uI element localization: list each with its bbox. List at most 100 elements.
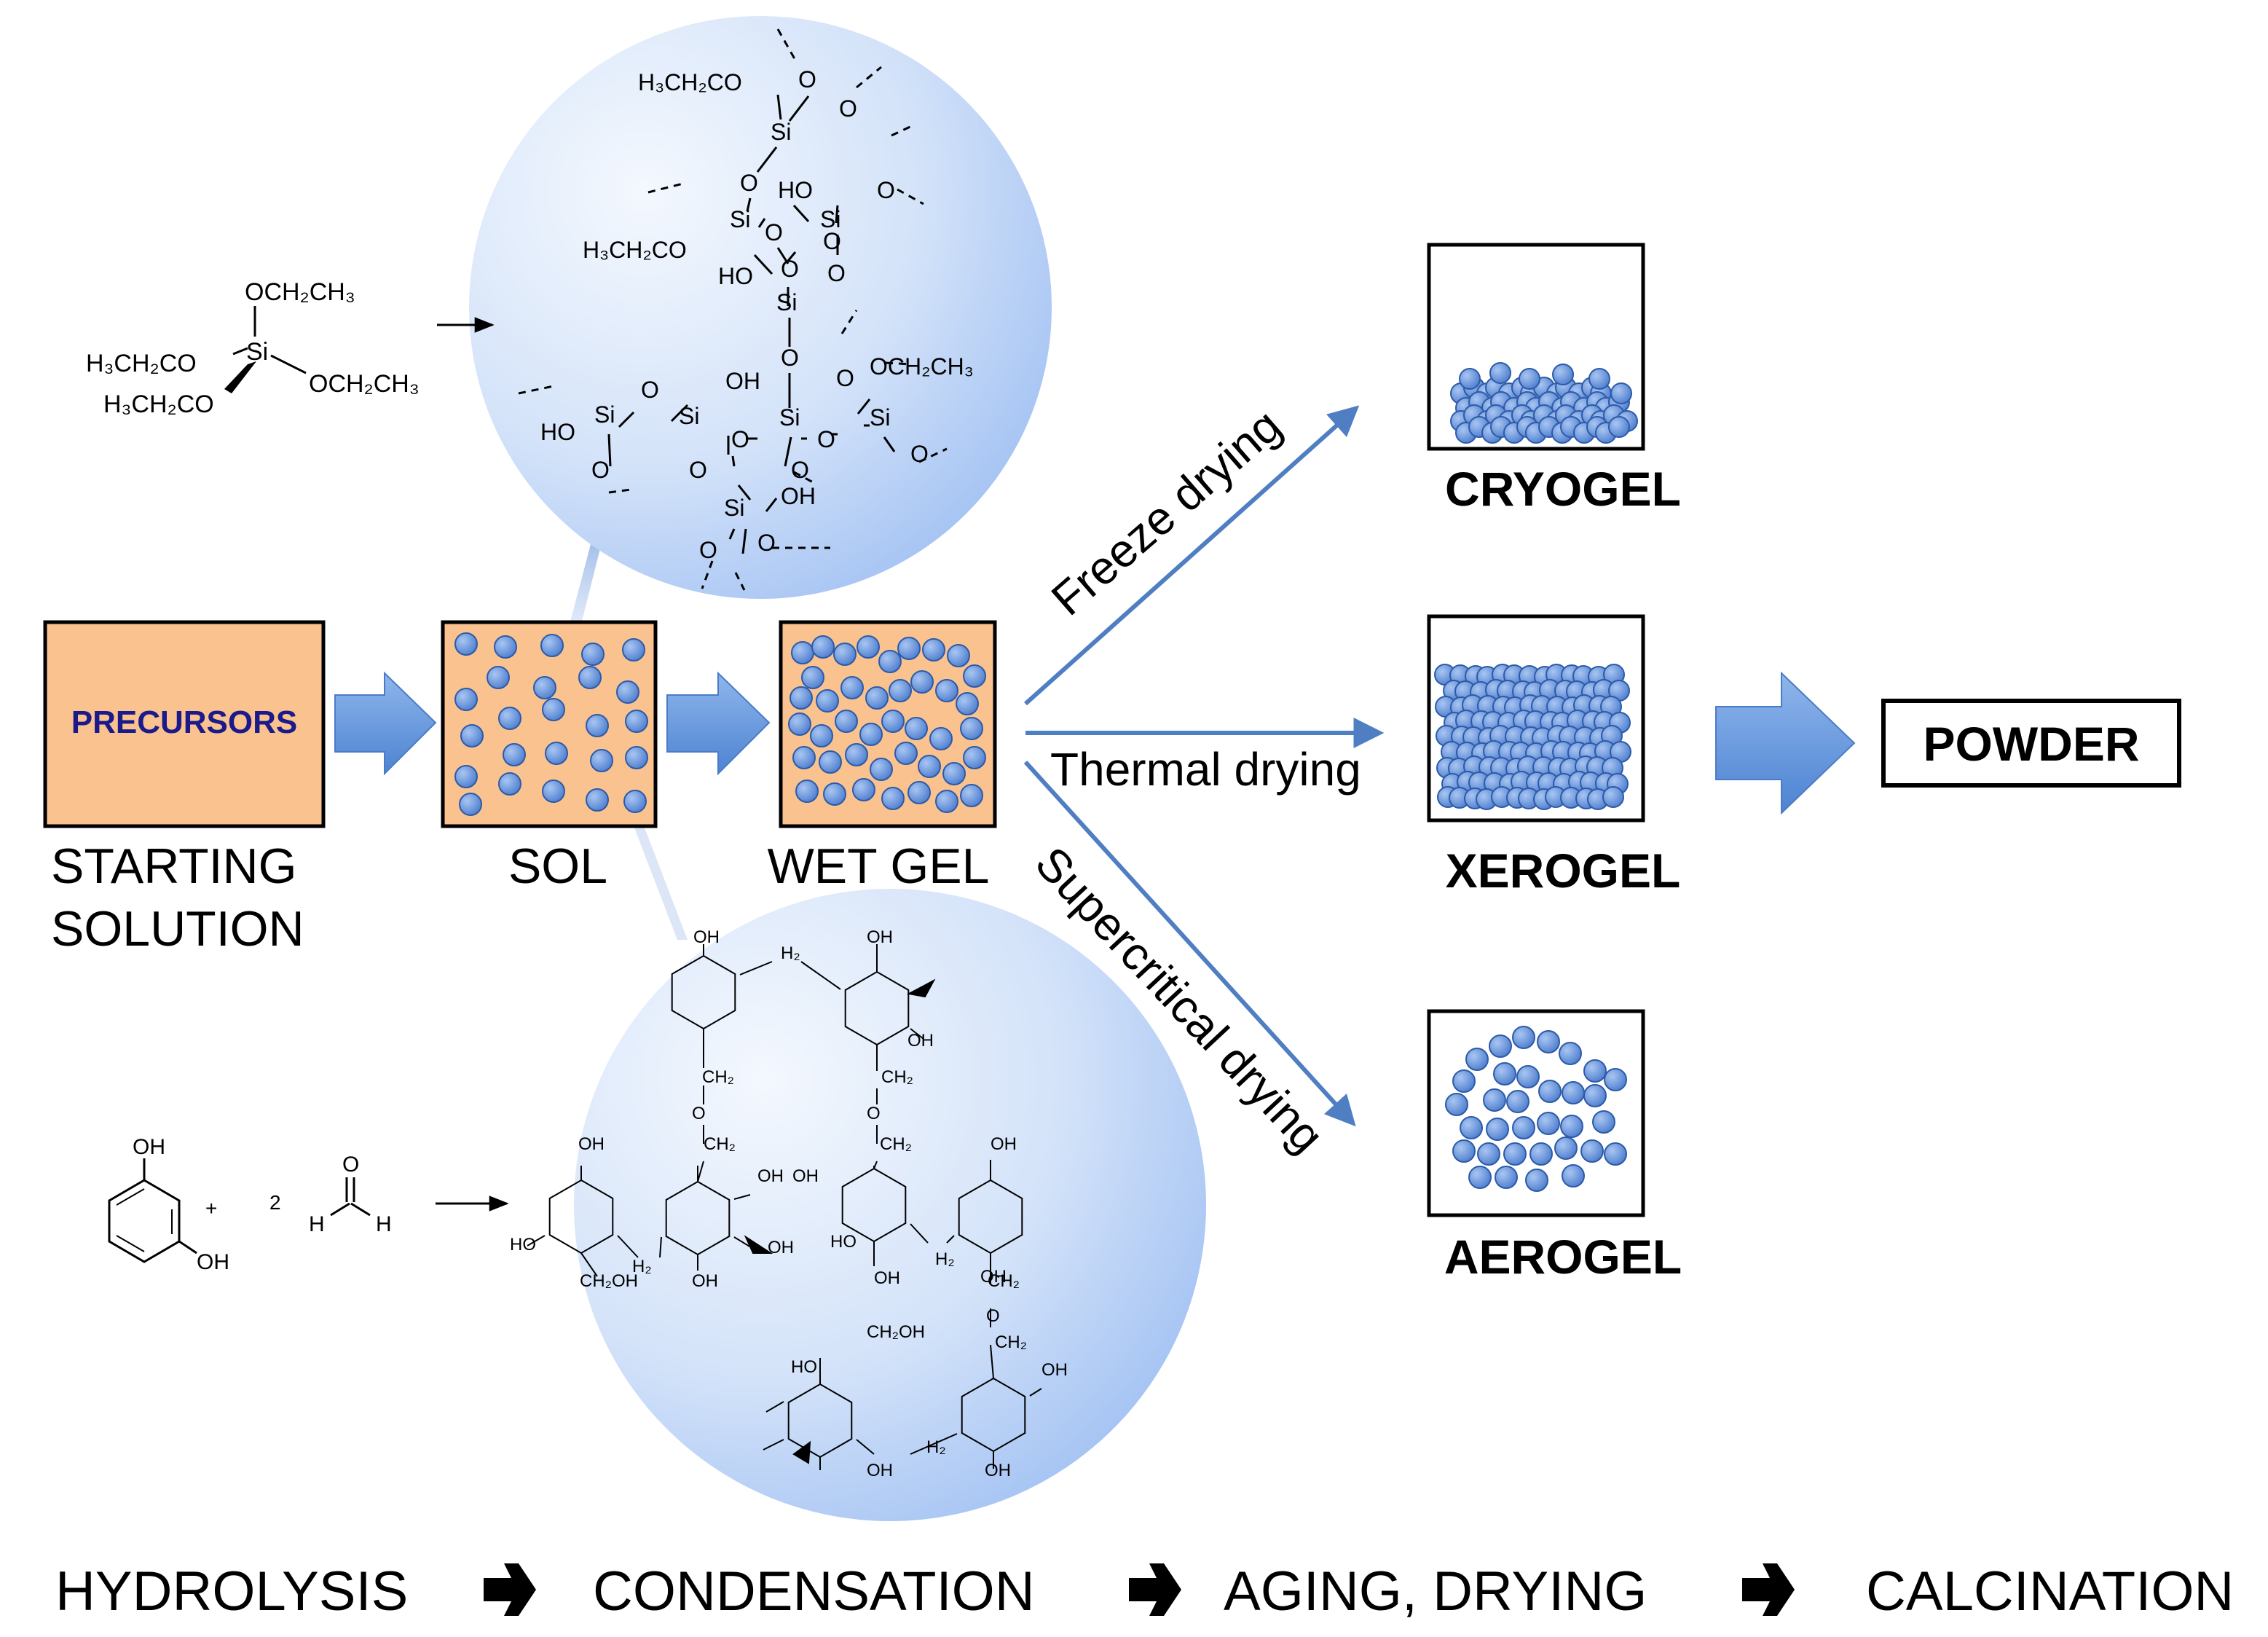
resin-atom-label: O (867, 1104, 881, 1123)
wet-gel-particle (792, 746, 816, 769)
silica-atom-label: O (781, 256, 799, 282)
wet-gel-particles (788, 635, 986, 813)
aerogel-particle (1512, 1116, 1535, 1139)
silica-atom-label: O (641, 377, 659, 403)
wet-gel-particle (788, 712, 811, 736)
silica-atom-label: Si (779, 404, 800, 431)
teos-top-group: OCH₂CH₃ (245, 278, 355, 306)
aerogel-particle (1537, 1112, 1560, 1135)
sol-particle (625, 710, 648, 733)
formaldehyde-coefficient: 2 (269, 1191, 281, 1214)
aerogel-particle (1604, 1068, 1627, 1091)
precursors-box (43, 620, 326, 828)
step-hydrolysis: HYDROLYSIS (55, 1561, 408, 1622)
cryogel-particles (1450, 362, 1638, 444)
wet-gel-particle (790, 686, 813, 710)
block-arrow-icon (1715, 671, 1856, 815)
precursors-label: PRECURSORS (71, 704, 298, 740)
silica-atom-label: O (877, 177, 895, 203)
resin-atom-label: OH (867, 1461, 893, 1480)
wet-gel-particle (894, 742, 918, 765)
resin-atom-label: OH (867, 927, 893, 947)
resin-atom-label: O (692, 1104, 706, 1123)
resin-atom-label: OH (1042, 1360, 1068, 1380)
resin-atom-label: H₂ (781, 943, 800, 963)
wet-gel-particle (905, 717, 928, 740)
aerogel-particle (1529, 1142, 1553, 1166)
resin-atom-label: OH (792, 1166, 819, 1186)
resin-atom-label: CH₂ (702, 1067, 734, 1087)
aerogel-particle (1559, 1042, 1582, 1065)
aerogel-particle (1483, 1088, 1506, 1112)
powder-box (1881, 699, 2181, 788)
aerogel-particle (1512, 1026, 1535, 1049)
wet-gel-particle (947, 644, 970, 667)
aerogel-particle (1583, 1059, 1607, 1083)
wet-gel-particle (840, 676, 864, 699)
aerogel-particle (1592, 1110, 1615, 1134)
sol-particle (590, 749, 613, 772)
freeze-drying-arrow (1024, 405, 1360, 706)
resin-propagation-arrow-icon (744, 1235, 773, 1254)
resorcinol-formaldehyde-reactants: OH OH + 2 O H H (108, 1135, 392, 1274)
silica-atom-label: O (699, 537, 717, 563)
silica-atom-label: O (817, 426, 835, 452)
resin-atom-label: HO (830, 1232, 857, 1252)
silica-atom-label: O (781, 345, 799, 371)
silica-atom-label: O (839, 95, 857, 122)
formaldehyde-h-right: H (376, 1212, 392, 1236)
sol-label: SOL (508, 839, 607, 894)
aerogel-particle (1604, 1142, 1627, 1166)
cryogel-label: CRYOGEL (1445, 462, 1681, 516)
wet-gel-particle (833, 643, 857, 666)
aerogel-particle (1560, 1115, 1583, 1138)
resin-propagation-arrow-icon (792, 1440, 811, 1464)
wet-gel-particle (878, 650, 902, 673)
aerogel-particle (1538, 1080, 1562, 1103)
step-aging-drying: AGING, DRYING (1224, 1561, 1647, 1622)
wet-gel-particle (823, 782, 846, 806)
sol-particle (460, 724, 484, 747)
silica-atom-label: O (827, 260, 846, 286)
block-arrow-icon (666, 671, 771, 776)
wet-gel-particle (881, 787, 905, 810)
resorcinol-oh-top: OH (133, 1135, 165, 1159)
resin-atom-label: HO (791, 1357, 817, 1377)
aerogel-particle (1493, 1062, 1516, 1086)
wet-gel-particle (811, 635, 835, 659)
starting-solution-line2: SOLUTION (51, 901, 304, 957)
sol-particle (498, 707, 521, 730)
silica-atom-label: O (740, 170, 758, 196)
wet-gel-particle (935, 679, 958, 702)
aerogel-particle (1562, 1081, 1585, 1104)
wet-gel-particle (865, 686, 889, 710)
wet-gel-particle (816, 689, 839, 712)
step-arrow-icon (484, 1563, 536, 1616)
sol-particle (454, 632, 478, 656)
wet-gel-particle (956, 692, 979, 715)
resin-atom-label: OH (907, 1031, 934, 1051)
silica-atom-label: HO (540, 419, 575, 445)
resin-atom-label: H₂ (632, 1257, 652, 1276)
silica-atom-label: O (791, 457, 809, 483)
silica-atom-label: O (591, 457, 610, 483)
sol-particle (540, 634, 564, 657)
silica-atom-label: OCH₂CH₃ (870, 353, 974, 380)
wet-gel-particle (889, 679, 912, 702)
sol-particle (542, 780, 565, 803)
resin-atom-label: OH (985, 1461, 1011, 1480)
step-arrow-icon (1129, 1563, 1181, 1616)
teos-right-group: OCH₂CH₃ (309, 370, 420, 398)
sol-particle (578, 666, 602, 689)
wet-gel-particle (870, 758, 893, 781)
sol-particle (503, 743, 526, 766)
aerogel-particle (1506, 1090, 1529, 1113)
aerogel-particle (1452, 1139, 1476, 1163)
starting-solution-line1: STARTING (51, 839, 297, 894)
silica-atom-label: Si (594, 401, 615, 428)
wet-gel-particle (795, 780, 819, 803)
silica-atom-label: Si (776, 289, 797, 315)
wet-gel-particle (929, 727, 953, 750)
silica-atom-label: O (731, 426, 749, 452)
